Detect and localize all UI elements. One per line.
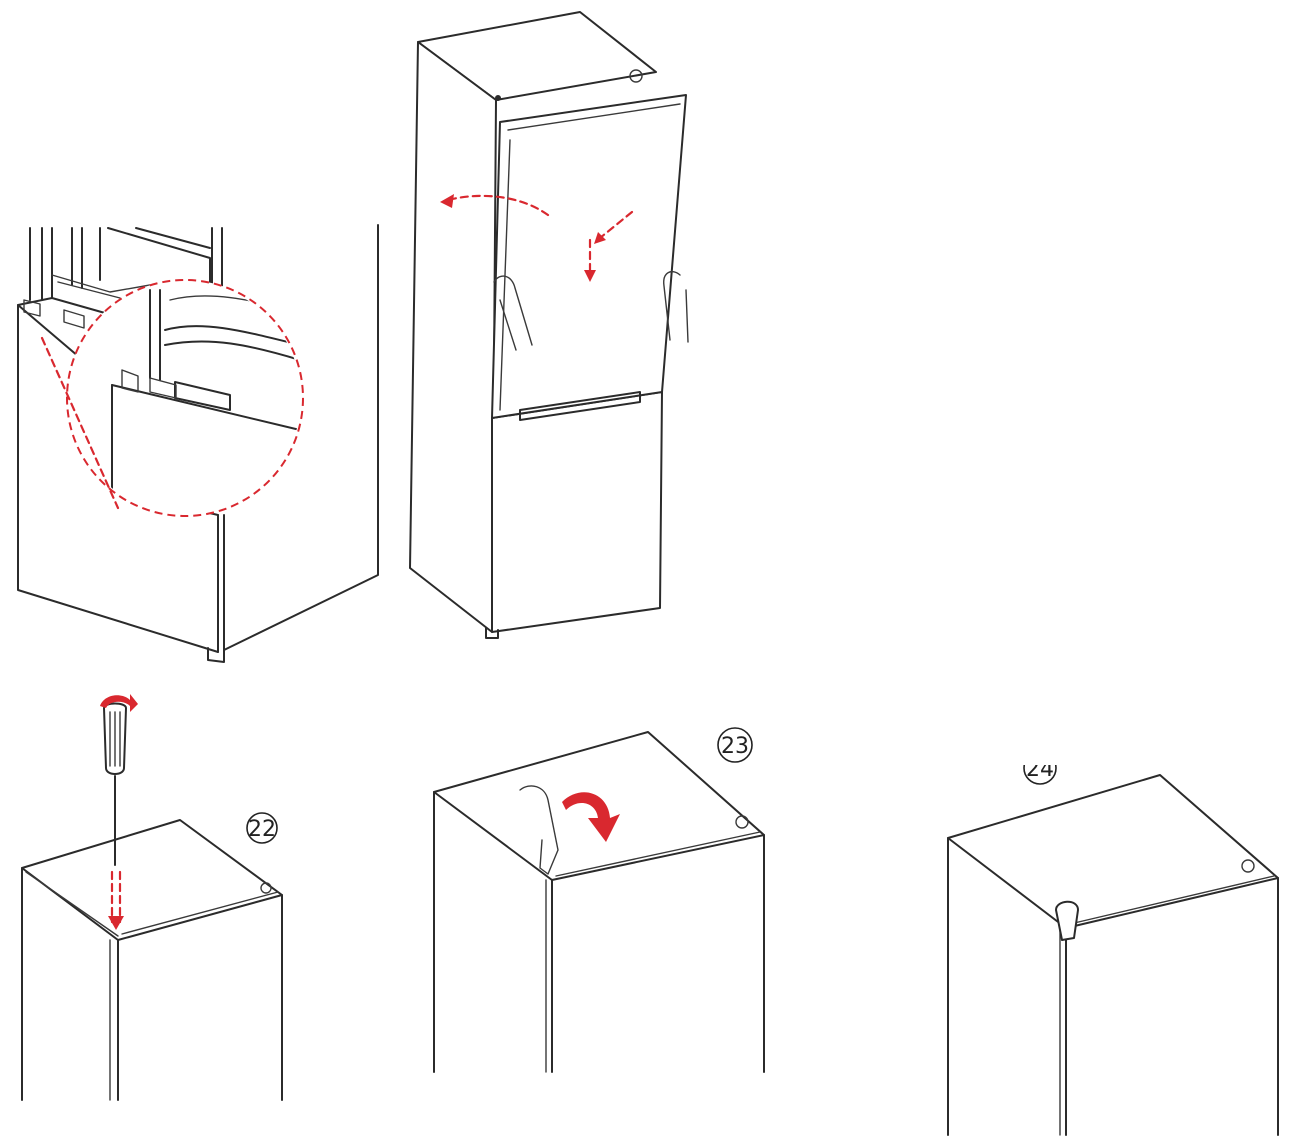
step22-number-circle	[246, 812, 278, 844]
hand-icon-right	[663, 271, 689, 343]
step23-body-edges	[433, 791, 765, 1073]
zoom-handle-recess	[174, 381, 231, 411]
step22-body-edges	[21, 867, 283, 1101]
step23-number-circle	[717, 727, 753, 763]
hinge-closeup-panel	[17, 224, 379, 663]
step23-curved-arrow	[562, 792, 620, 842]
frame-rails-mid	[71, 227, 83, 289]
fridge-foot	[485, 627, 499, 639]
fridge-left-side	[409, 41, 497, 633]
curved-arrowhead	[440, 194, 454, 208]
frame-post	[211, 227, 223, 296]
zoom-door-top	[111, 384, 301, 431]
fridge-door-fitting-panel	[409, 11, 689, 639]
step24-door-edges	[1059, 875, 1275, 1136]
hand-icon-step23	[519, 785, 559, 875]
hinge-cover	[1055, 900, 1079, 941]
step23-door-edges	[545, 831, 761, 1073]
magnifier-callout-icon	[66, 279, 304, 517]
hinge-bracket	[23, 299, 85, 329]
step-22-panel: 22	[21, 694, 283, 1101]
crop-mask	[1015, 745, 1067, 765]
curved-arrow-icon	[446, 194, 550, 217]
step24-body-edges	[947, 837, 1279, 1136]
step22-top-face	[21, 819, 283, 941]
step-24-panel: 24	[947, 745, 1279, 1136]
step-23-panel: 23	[433, 727, 765, 1073]
step24-top-face	[947, 774, 1279, 929]
callout-leader-line	[40, 336, 120, 510]
hinge-screw	[629, 69, 643, 83]
rotate-arrow-icon	[100, 694, 138, 712]
zoom-hinge-bracket	[121, 369, 177, 399]
frame-rails-right	[99, 227, 211, 291]
step22-door-edges	[25, 871, 279, 1101]
cabinet-edge	[217, 514, 225, 653]
zoom-door-edge	[111, 384, 301, 514]
step22-down-arrowhead	[108, 916, 124, 930]
shelf-lines	[51, 274, 151, 299]
diagonal-arrowhead	[594, 232, 606, 244]
step22-guide-lines	[110, 870, 122, 924]
cabinet-side	[223, 224, 379, 651]
fridge-lower-door	[491, 391, 663, 633]
zoom-post	[149, 289, 161, 381]
step22-screw-hole	[260, 882, 272, 894]
down-arrowhead	[584, 270, 596, 282]
step23-screw-hole	[735, 815, 749, 829]
frame-rails-left	[29, 227, 53, 301]
zoom-shelf	[164, 325, 301, 361]
step24-screw-hole	[1241, 859, 1255, 873]
door-gasket	[499, 139, 511, 411]
screwdriver-grip	[109, 711, 121, 767]
door-top-edge	[507, 103, 681, 131]
hand-icon	[493, 275, 533, 351]
step-22-number: 22	[248, 817, 276, 842]
cabinet-foot	[207, 647, 225, 663]
door-handle	[519, 391, 641, 421]
step-23-number: 23	[721, 734, 749, 759]
diagonal-arrow	[598, 210, 634, 240]
hinge-pin	[495, 95, 501, 101]
